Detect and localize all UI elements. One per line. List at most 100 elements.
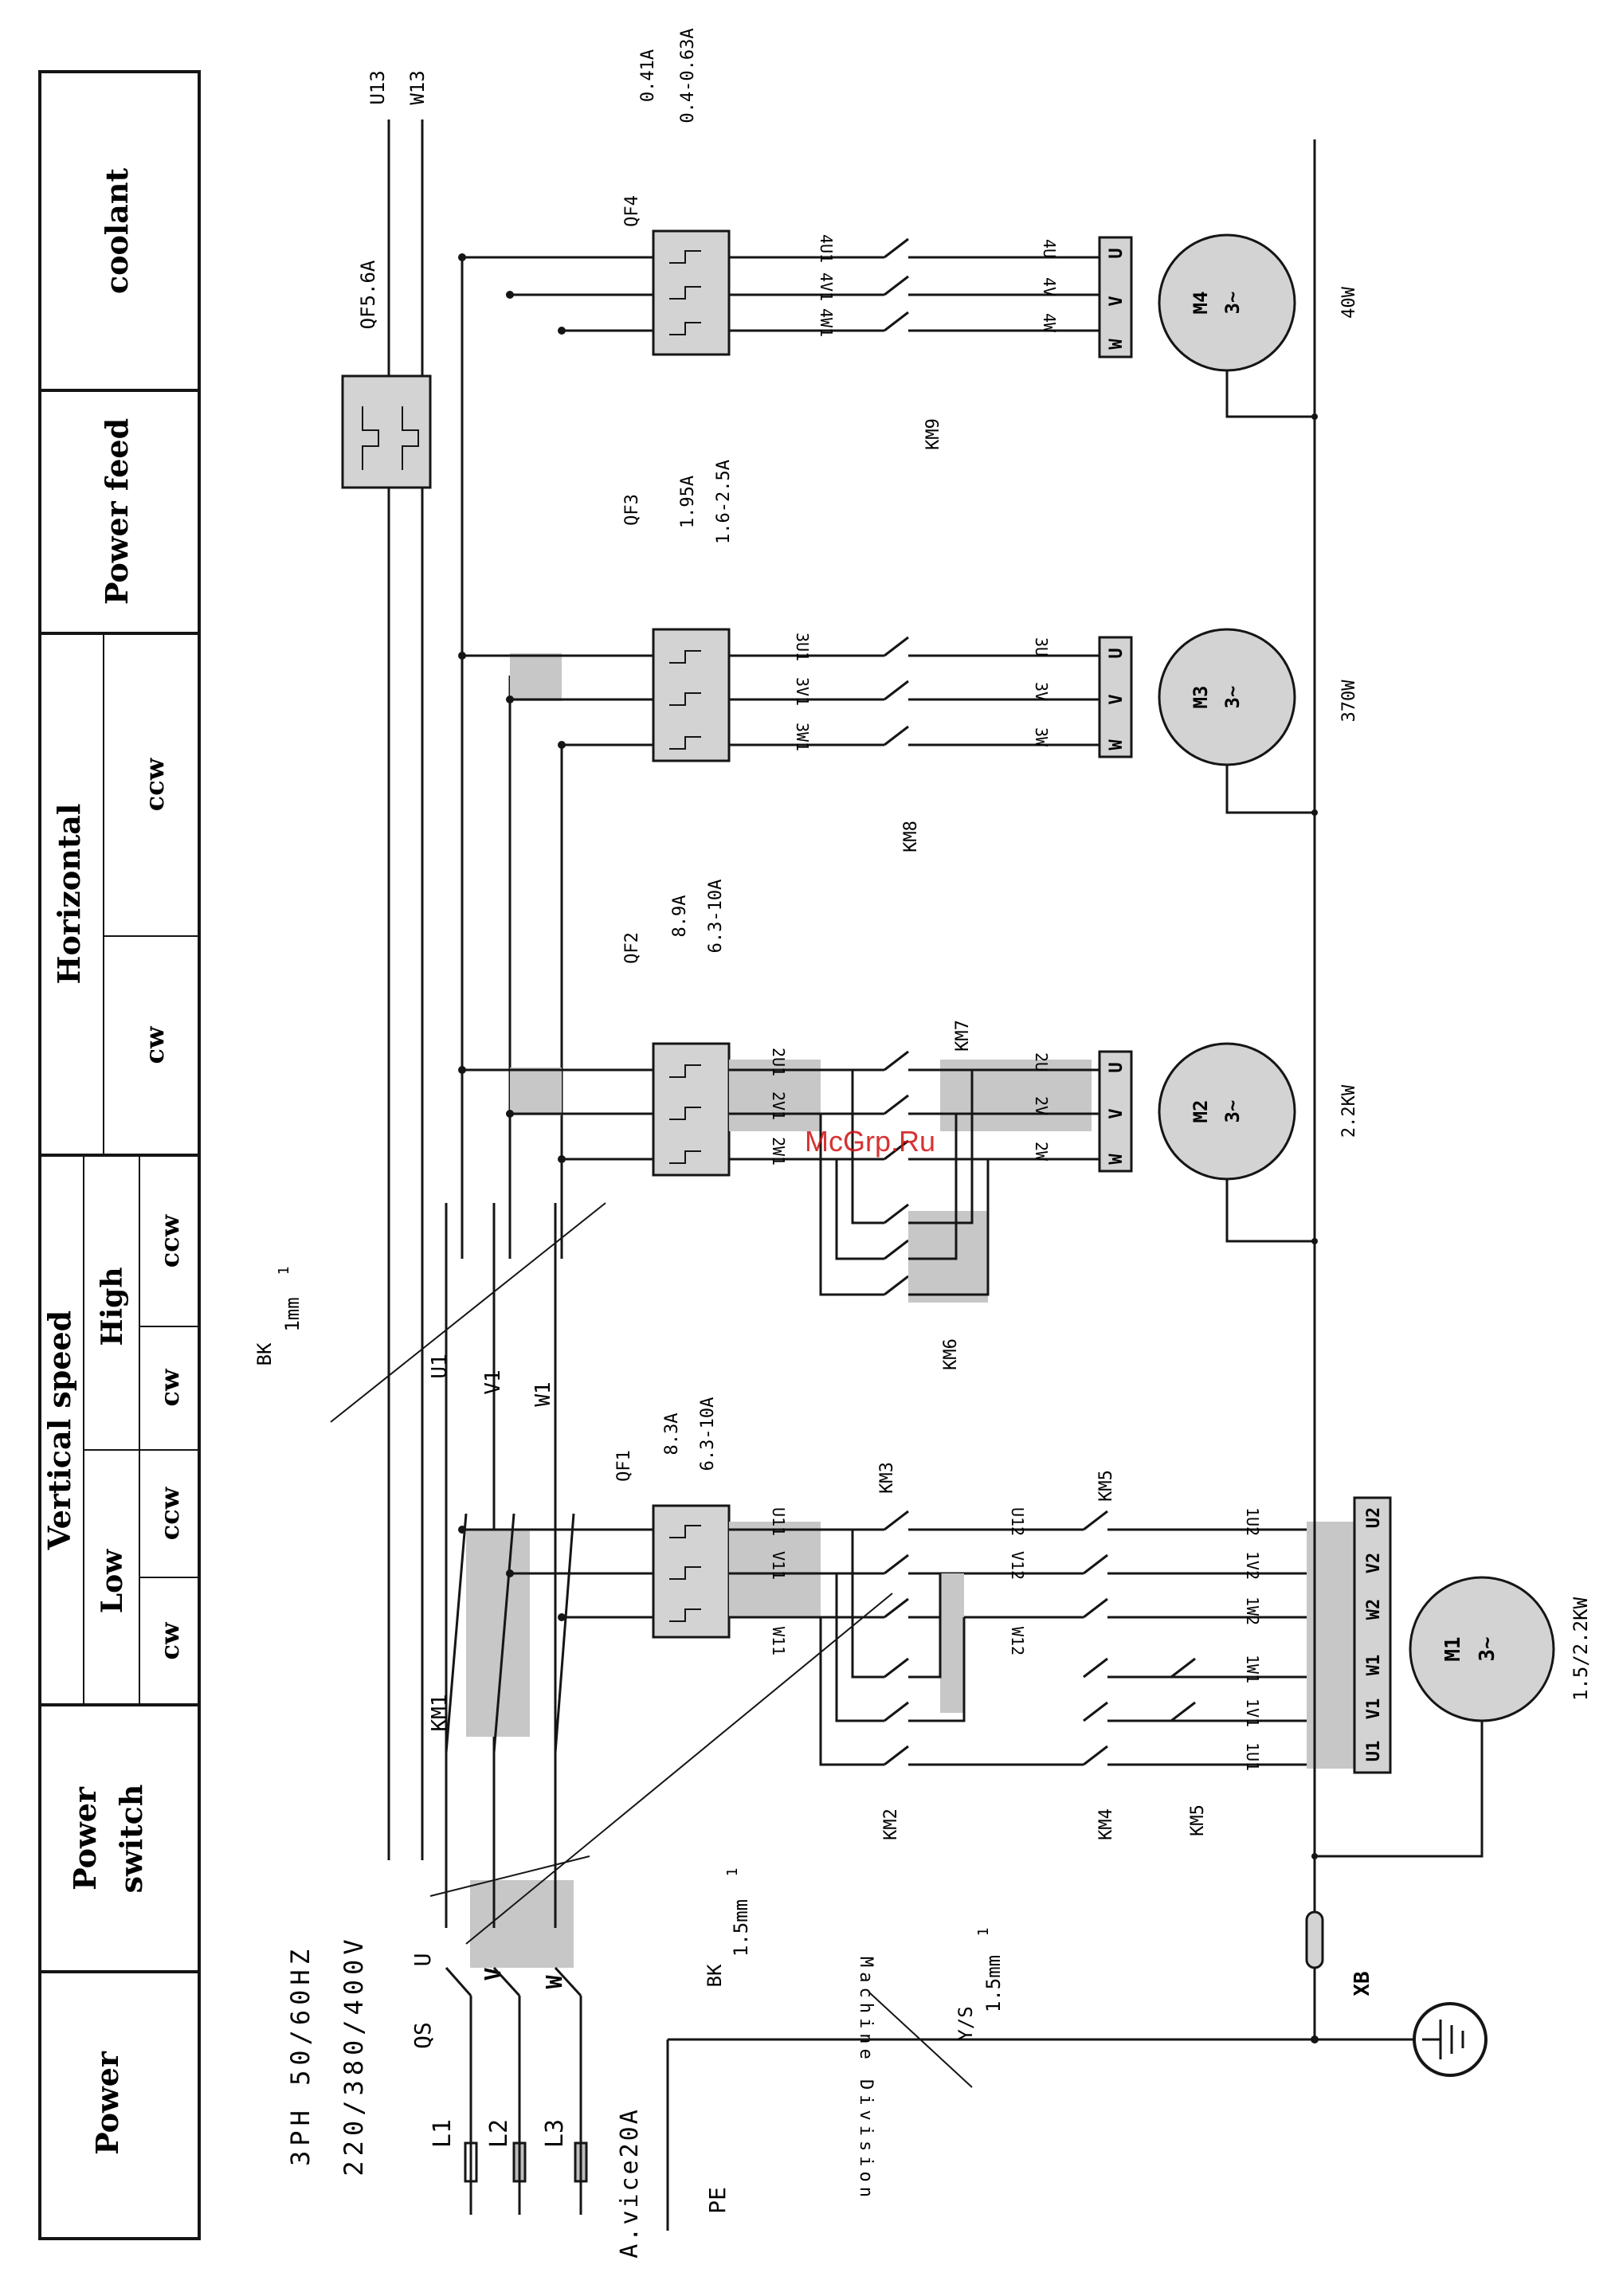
m3-wire-3u: 3U bbox=[1032, 637, 1051, 656]
supply-l2: L2 bbox=[485, 2119, 513, 2148]
km8-contact bbox=[884, 636, 909, 657]
m2-phase: 3~ bbox=[1221, 1100, 1244, 1123]
qf5-thermal-icon bbox=[362, 406, 419, 470]
qf1-thermal-icon bbox=[669, 1525, 701, 1622]
cable-bk-id-1: BK bbox=[253, 1342, 276, 1365]
m1-wire-1v1: 1V1 bbox=[1243, 1698, 1262, 1727]
bus-v1-label: V1 bbox=[481, 1369, 505, 1394]
supply-phase: 3PH 50/60HZ bbox=[285, 1945, 316, 2166]
m2-term-u: U bbox=[1107, 1062, 1127, 1072]
header-table: Power Power switch Vertical speed Low Hi… bbox=[38, 70, 201, 2240]
qf3-rating: 1.95A bbox=[678, 476, 698, 528]
km7-label: KM7 bbox=[953, 1020, 973, 1052]
m2-terminal-block bbox=[1098, 1050, 1133, 1173]
m1-wire-v11: V11 bbox=[769, 1551, 788, 1580]
m2-wire-2w1: 2W1 bbox=[769, 1137, 788, 1166]
m1-power: 1.5/2.2KW bbox=[1570, 1597, 1592, 1701]
qf3-label: QF3 bbox=[622, 494, 642, 526]
cable-ys-size: 1.5mm bbox=[982, 1955, 1005, 2012]
cable-ys-id: Y/S bbox=[954, 2006, 977, 2040]
fuses bbox=[464, 2141, 588, 2183]
qs-shaded-body bbox=[470, 1880, 574, 1968]
ground-icon bbox=[1413, 2002, 1488, 2077]
m2-wire-2u: 2U bbox=[1032, 1052, 1051, 1072]
header-high-ccw: ccw bbox=[155, 1213, 185, 1268]
header-horizontal: Horizontal bbox=[51, 804, 87, 985]
m1-wire-1w2: 1W2 bbox=[1243, 1597, 1262, 1625]
xb-connector bbox=[1305, 1910, 1324, 1969]
supply-l3: L3 bbox=[541, 2119, 569, 2148]
m1-wire-w11: W11 bbox=[769, 1627, 788, 1655]
km3-label: KM3 bbox=[877, 1462, 897, 1494]
m3-term-u: U bbox=[1107, 648, 1127, 658]
m1-circuit bbox=[462, 1496, 1555, 1858]
km7-contact bbox=[884, 1050, 909, 1072]
cable-bk-size-2: 1.5mm bbox=[730, 1899, 752, 1957]
header-high-cw: cw bbox=[155, 1368, 185, 1406]
m4-wire-4u1: 4U1 bbox=[817, 234, 836, 263]
m3-wire-3v: 3V bbox=[1032, 682, 1051, 701]
km9-contact bbox=[884, 237, 909, 259]
header-low: Low bbox=[96, 1549, 129, 1613]
cable-ys-sup: 1 bbox=[975, 1928, 992, 1937]
qf4-body[interactable] bbox=[652, 229, 731, 356]
m1-name: M1 bbox=[1441, 1636, 1465, 1661]
m1-term-u2: U2 bbox=[1364, 1507, 1384, 1529]
m1-wire-u11: U11 bbox=[769, 1507, 788, 1536]
m3-name: M3 bbox=[1190, 686, 1212, 709]
km5b-label: KM5 bbox=[1188, 1804, 1208, 1836]
m1-wire-1v2: 1V2 bbox=[1243, 1551, 1262, 1580]
header-power-switch-2: switch bbox=[113, 1785, 149, 1894]
m2-wire-2u1: 2U1 bbox=[769, 1048, 788, 1076]
qf5-label: QF5.6A bbox=[357, 260, 379, 329]
qf4-label: QF4 bbox=[622, 195, 642, 227]
m3-phase: 3~ bbox=[1221, 686, 1244, 709]
bus-u13-label: U13 bbox=[366, 70, 389, 104]
qf4-thermal-icon bbox=[669, 250, 701, 335]
switch-v-label: V bbox=[480, 1967, 506, 1981]
ys-cable-mark bbox=[868, 1991, 973, 2088]
m1-wire-u12: U12 bbox=[1008, 1507, 1027, 1536]
m2-term-v: V bbox=[1107, 1108, 1127, 1119]
m3-wire-3w: 3W bbox=[1032, 727, 1051, 747]
m4-term-u: U bbox=[1107, 248, 1127, 258]
qf4-range: 0.4-0.63A bbox=[678, 28, 698, 123]
m1-wire-v12: V12 bbox=[1008, 1551, 1027, 1580]
m2-wire-2v: 2V bbox=[1032, 1096, 1051, 1115]
header-power-feed: Power feed bbox=[99, 418, 135, 605]
supply-l1: L1 bbox=[429, 2119, 457, 2148]
bus-w13-label: W13 bbox=[406, 70, 429, 104]
m4-term-v: V bbox=[1107, 296, 1127, 306]
bk-cable-mark-2 bbox=[465, 1593, 893, 1945]
m1-wire-w12: W12 bbox=[1008, 1627, 1027, 1655]
header-horizontal-cw: cw bbox=[139, 1025, 170, 1064]
header-coolant: coolant bbox=[99, 168, 135, 295]
qf2-thermal-icon bbox=[669, 1064, 701, 1164]
km6-contact bbox=[884, 1203, 909, 1224]
supply-advice: A.vice20A bbox=[616, 2107, 644, 2259]
junction-dots bbox=[458, 253, 566, 1621]
switch-w-label: W bbox=[541, 1975, 567, 1988]
m2-name: M2 bbox=[1190, 1100, 1212, 1123]
qf3-range: 1.6-2.5A bbox=[714, 460, 734, 544]
m4-wire-4w: 4W bbox=[1040, 313, 1059, 333]
m4-wire-4v: 4V bbox=[1040, 277, 1059, 296]
qf1-body[interactable] bbox=[652, 1504, 731, 1639]
km2-contact bbox=[884, 1657, 909, 1679]
bk-cable-mark-1 bbox=[330, 1202, 606, 1423]
main-switch-qs[interactable] bbox=[429, 1855, 590, 2039]
header-vertical-speed: Vertical speed bbox=[41, 1311, 77, 1551]
km5-contact bbox=[1083, 1510, 1108, 1531]
qf3-body[interactable] bbox=[652, 628, 731, 762]
m1-term-u1: U1 bbox=[1364, 1741, 1384, 1762]
m2-term-w: W bbox=[1107, 1154, 1127, 1165]
qf2-body[interactable] bbox=[652, 1042, 731, 1177]
header-horizontal-ccw: ccw bbox=[139, 757, 170, 811]
km9-label: KM9 bbox=[923, 418, 943, 450]
m1-term-v1: V1 bbox=[1364, 1698, 1384, 1720]
km1-label: KM1 bbox=[428, 1695, 452, 1732]
m1-terminal-block bbox=[1353, 1496, 1392, 1774]
m3-wire-3w1: 3W1 bbox=[793, 723, 812, 751]
qf5-breaker[interactable] bbox=[341, 374, 432, 558]
